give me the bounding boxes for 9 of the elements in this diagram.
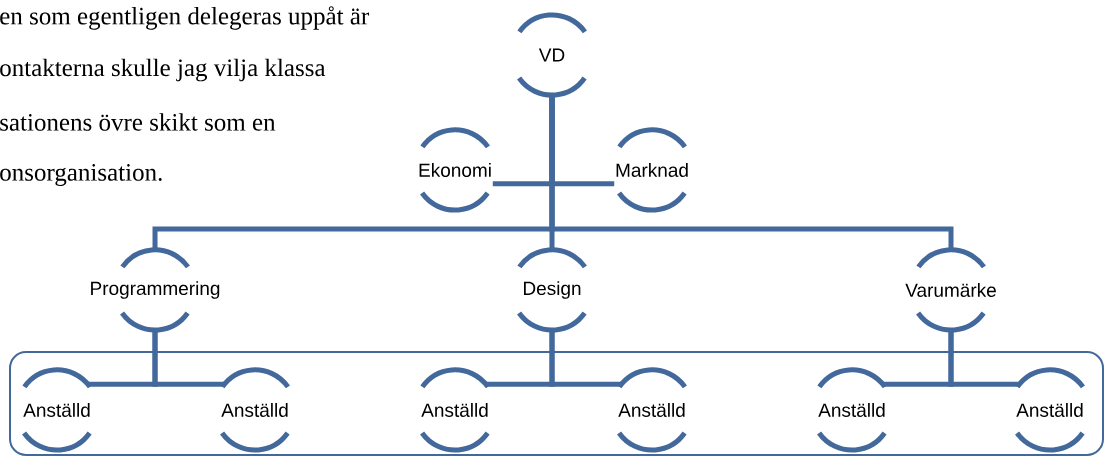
connector-line (948, 330, 1020, 387)
body-text: ontakterna skulle jag vilja klassa (0, 58, 326, 82)
connector-line (152, 330, 225, 387)
body-text: en som egentligen delegeras uppåt är (0, 6, 370, 30)
body-text: sationens övre skikt som en (0, 113, 276, 131)
connector-line (549, 95, 954, 250)
body-text: onsorganisation. (0, 164, 162, 186)
connector-line (549, 330, 622, 387)
group-frame (9, 351, 1104, 456)
